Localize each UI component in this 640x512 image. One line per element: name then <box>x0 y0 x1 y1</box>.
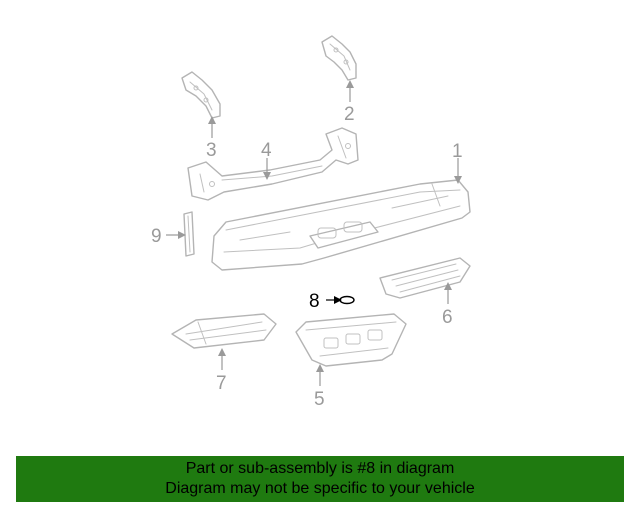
info-banner: Part or sub-assembly is #8 in diagram Di… <box>16 456 624 502</box>
callout-3[interactable]: 3 <box>206 140 217 161</box>
callout-9[interactable]: 9 <box>151 226 162 247</box>
part-9-bracket[interactable] <box>183 211 195 257</box>
callout-7[interactable]: 7 <box>216 373 227 394</box>
part-2-bracket[interactable] <box>321 35 357 81</box>
banner-line-2: Diagram may not be specific to your vehi… <box>165 480 475 497</box>
part-7-step-pad[interactable] <box>171 313 277 349</box>
part-4-reinforcement[interactable] <box>187 127 359 201</box>
callout-2[interactable]: 2 <box>344 104 355 125</box>
callout-5[interactable]: 5 <box>314 389 325 410</box>
part-5-step-pad[interactable] <box>295 313 407 367</box>
part-8-clip[interactable] <box>339 295 355 305</box>
callout-8[interactable]: 8 <box>309 291 320 312</box>
part-1-bumper[interactable] <box>211 179 471 271</box>
parts-diagram: 1 2 3 4 5 6 7 8 9 <box>151 35 471 410</box>
callout-4[interactable]: 4 <box>261 140 272 161</box>
callout-6[interactable]: 6 <box>442 307 453 328</box>
banner-line-1: Part or sub-assembly is #8 in diagram <box>185 460 455 477</box>
part-3-bracket[interactable] <box>181 71 221 119</box>
part-6-step-pad[interactable] <box>379 257 471 299</box>
callout-1[interactable]: 1 <box>452 141 463 162</box>
